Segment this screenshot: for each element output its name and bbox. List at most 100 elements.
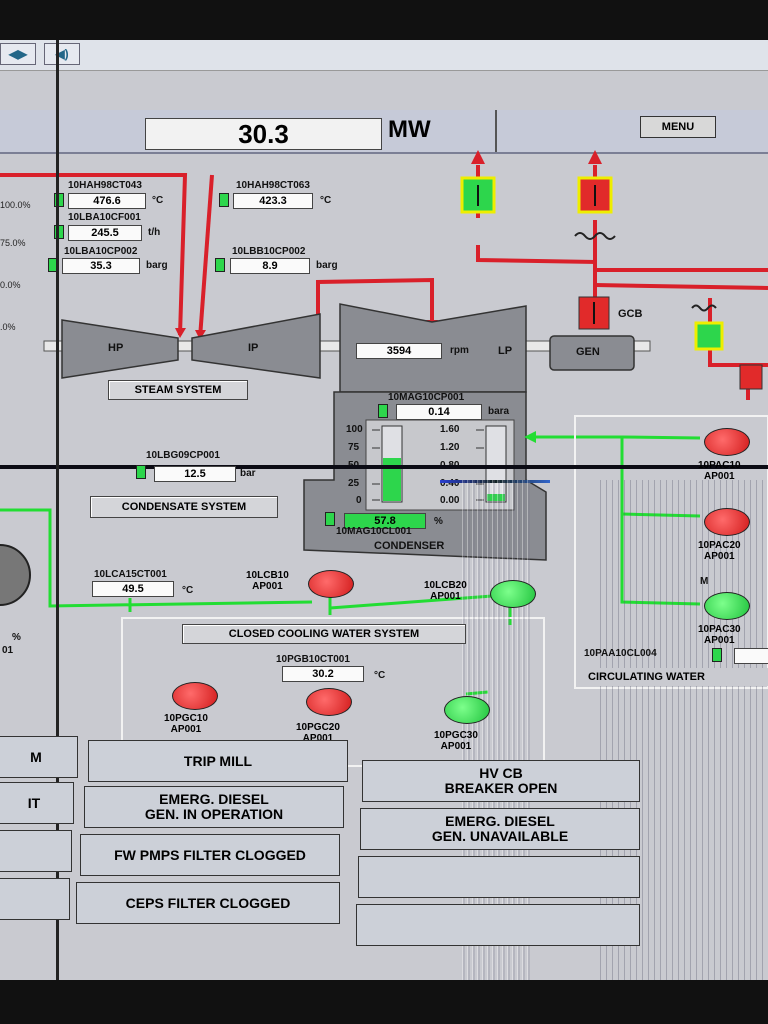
- alarm-trip-mill[interactable]: TRIP MILL: [88, 740, 348, 782]
- tick-label: 75: [348, 442, 360, 453]
- header-divider: [495, 110, 497, 152]
- pump-pgc10-icon[interactable]: [172, 682, 218, 710]
- generator: [549, 335, 635, 371]
- screen-crack: [440, 480, 550, 483]
- tick-label: 1.60: [440, 424, 460, 435]
- condenser-label: CONDENSER: [374, 540, 445, 552]
- screen-crack: [56, 40, 59, 980]
- scale-label: 0.0%: [0, 280, 21, 290]
- hp-label: HP: [108, 342, 124, 354]
- condenser-level-value: 57.8: [344, 513, 426, 529]
- hmi-screen: ◀▶ ◀) SI 30.3 MW MENU 100.0% 75.0% 0.0% …: [0, 40, 768, 980]
- status-indicator: [219, 193, 229, 207]
- pump-pac30-icon[interactable]: [704, 592, 750, 620]
- scale-label: 100.0%: [0, 200, 31, 210]
- pump-pgc30-icon[interactable]: [444, 696, 490, 724]
- alarm-emerg-diesel-unavailable[interactable]: EMERG. DIESEL GEN. UNAVAILABLE: [360, 808, 640, 850]
- valve-icon: [739, 364, 763, 390]
- pressure-bar-fill: [487, 494, 505, 501]
- motor-label: M: [700, 576, 709, 587]
- tag-label: 10PAA10CL004: [584, 648, 657, 659]
- speaker-icon[interactable]: ◀): [44, 43, 80, 65]
- turbine-speed-value: 3594: [356, 343, 442, 359]
- unit-label: rpm: [450, 345, 469, 356]
- alarm-tile[interactable]: [356, 904, 640, 946]
- gen-label: GEN: [576, 346, 600, 358]
- circulating-water-button[interactable]: CIRCULATING WATER: [584, 668, 768, 686]
- alarm-tile[interactable]: M: [0, 736, 78, 778]
- unit-label: t/h: [148, 227, 161, 238]
- pump-pac20-icon[interactable]: [704, 508, 750, 536]
- power-output-value: 30.3: [145, 118, 382, 150]
- screen-crack: [0, 465, 768, 469]
- ip-temp-value: 423.3: [233, 193, 313, 209]
- status-indicator: [54, 193, 64, 207]
- transformer-icon: [691, 304, 717, 312]
- hp-turbine: [61, 319, 179, 379]
- steam-system-button[interactable]: STEAM SYSTEM: [108, 380, 248, 400]
- pump-lcb10-icon[interactable]: [308, 570, 354, 598]
- flow-arrow-icon: [524, 431, 536, 443]
- unit-label: barg: [146, 260, 168, 271]
- unit-label: °C: [320, 195, 332, 206]
- alarm-ceps-filter[interactable]: CEPS FILTER CLOGGED: [76, 882, 340, 924]
- pump-pac10-icon[interactable]: [704, 428, 750, 456]
- cooling-system-button[interactable]: CLOSED COOLING WATER SYSTEM: [182, 624, 466, 644]
- tag-label: 10MAG10CP001: [388, 392, 465, 403]
- tick-label: 0.00: [440, 495, 460, 506]
- tag-label: 10LCA15CT001: [94, 569, 167, 580]
- flow-value: 245.5: [68, 225, 142, 241]
- tick-label: 25: [348, 478, 360, 489]
- monitor-bezel: [0, 980, 768, 1024]
- condensate-temp-value: 49.5: [92, 581, 174, 597]
- tag-label: 10LBA10CP002: [64, 246, 138, 257]
- alarm-tile[interactable]: [0, 830, 72, 872]
- condensate-system-button[interactable]: CONDENSATE SYSTEM: [90, 496, 278, 518]
- hp-temp-value: 476.6: [68, 193, 146, 209]
- pump-pgc20-icon[interactable]: [306, 688, 352, 716]
- ip-press-value: 8.9: [230, 258, 310, 274]
- unit-label: °C: [374, 670, 386, 681]
- unit-label: %: [434, 516, 443, 527]
- status-indicator: [215, 258, 225, 272]
- alarm-hv-cb-breaker-open[interactable]: HV CB BREAKER OPEN: [362, 760, 640, 802]
- tag-label: 10MAG10CL001: [336, 526, 412, 537]
- gcb-label: GCB: [618, 308, 643, 320]
- unit-label: bar: [240, 468, 256, 479]
- alarm-tile[interactable]: [358, 856, 640, 898]
- pressure-bar: [485, 425, 507, 503]
- tag-label: 10HAH98CT063: [236, 180, 310, 191]
- status-indicator: [325, 512, 335, 526]
- status-indicator: [136, 465, 146, 479]
- tag-label: 10LBG09CP001: [146, 450, 220, 461]
- steam-arrow-icon: [175, 328, 186, 338]
- back-icon[interactable]: ◀▶: [0, 43, 36, 65]
- tag-label: 10LBB10CP002: [232, 246, 306, 257]
- status-indicator: [54, 225, 64, 239]
- unit-label: bara: [488, 406, 510, 417]
- condenser-pressure-value: 0.14: [396, 404, 482, 420]
- steam-arrow-icon: [588, 150, 602, 164]
- menu-button[interactable]: MENU: [640, 116, 716, 138]
- status-indicator: [712, 648, 722, 662]
- cooling-temp-value: 30.2: [282, 666, 364, 682]
- valve-icon: [694, 321, 724, 351]
- alarm-tile[interactable]: [0, 878, 70, 920]
- pump-lcb20-icon[interactable]: [490, 580, 536, 608]
- hp-press-value: 35.3: [62, 258, 140, 274]
- monitor-bezel: [0, 0, 768, 40]
- alarm-fw-pmps-filter[interactable]: FW PMPS FILTER CLOGGED: [80, 834, 340, 876]
- steam-arrow-icon: [471, 150, 485, 164]
- ip-label: IP: [248, 342, 259, 354]
- alarm-emerg-diesel-operation[interactable]: EMERG. DIESEL GEN. IN OPERATION: [84, 786, 344, 828]
- unit-label: %: [12, 632, 21, 643]
- tag-label: 01: [2, 645, 14, 656]
- condensate-press-value: 12.5: [154, 466, 236, 482]
- scale-label: .0%: [0, 322, 16, 332]
- alarm-tile[interactable]: IT: [0, 782, 74, 824]
